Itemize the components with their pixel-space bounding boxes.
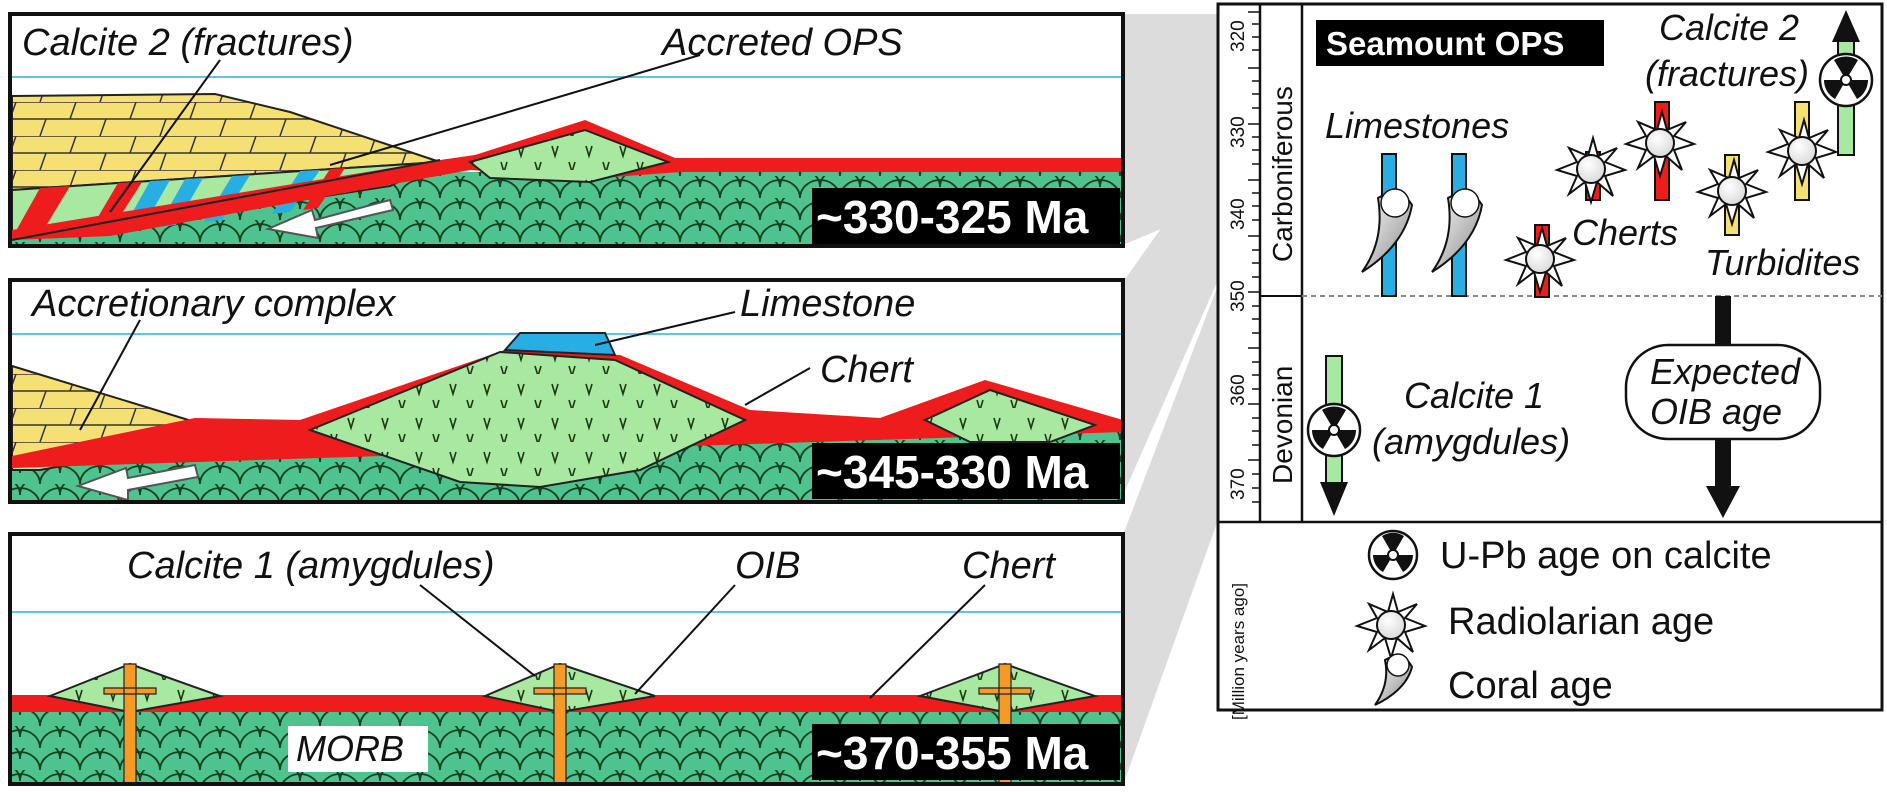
label-morb: MORB [296,728,404,769]
panel-top: Calcite 2 (fractures) Accreted OPS ~330-… [8,12,1125,248]
label-oib-age: OIB age [1650,391,1782,432]
label-oib: OIB [735,545,800,587]
legend-radiolarian: Radiolarian age [1448,601,1714,643]
label-expected: Expected [1650,351,1801,392]
coral-icon [1431,188,1484,273]
label-calcite1-amygdules-tl: (amygdules) [1372,421,1570,462]
connector-middle [1123,148,1218,495]
label-accretionary-complex: Accretionary complex [30,283,397,325]
radiolarian-icon [1622,108,1698,180]
legend: U-Pb age on calcite Radiolarian age Cora… [1353,529,1772,707]
label-calcite2-fractures: Calcite 2 (fractures) [22,22,354,64]
label-calcite1: Calcite 1 [1404,375,1544,416]
connector-bottom [1123,285,1218,785]
label-calcite2-fractures-tl: (fractures) [1645,53,1809,94]
coral-icon [1361,188,1414,273]
tick-330: 330 [1228,116,1249,148]
axis-label-million-years: [Million years ago] [1229,583,1248,720]
tick-340: 340 [1228,198,1249,230]
radioactive-icon [1367,529,1419,581]
tick-320: 320 [1228,20,1249,52]
label-calcite1-amygdules: Calcite 1 (amygdules) [127,545,494,587]
label-calcite2: Calcite 2 [1659,7,1799,48]
legend-coral: Coral age [1448,665,1613,707]
age-label-middle: ~345-330 Ma [816,446,1089,498]
period-devonian: Devonian [1267,366,1298,484]
label-accreted-ops: Accreted OPS [660,22,903,64]
radiolarian-icon [1353,590,1429,662]
tick-350: 350 [1228,280,1249,312]
label-chert-bottom: Chert [962,545,1056,587]
radioactive-icon [1306,402,1362,458]
timeline-title: Seamount OPS [1326,25,1564,62]
radiolarian-icon [1553,134,1629,206]
radiolarian-icon [1764,116,1840,188]
period-carboniferous: Carboniferous [1267,86,1298,262]
radioactive-icon [1818,52,1874,108]
coral-icon [1374,653,1414,706]
panel-middle: Accretionary complex Limestone Chert ~34… [8,278,1125,504]
label-limestones: Limestones [1325,105,1509,146]
timeline-panel: 320 330 340 350 360 370 Carboniferous De… [1216,2,1884,720]
label-chert-middle: Chert [820,349,914,391]
radiolarian-icon [1502,224,1578,296]
radiolarian-icon [1694,156,1770,228]
tick-360: 360 [1228,374,1249,406]
age-label-bottom: ~370-355 Ma [816,727,1089,779]
panel-bottom: Calcite 1 (amygdules) OIB Chert MORB ~37… [8,532,1125,786]
legend-upb: U-Pb age on calcite [1440,535,1772,577]
label-limestone: Limestone [740,283,915,325]
tick-370: 370 [1228,468,1249,500]
label-cherts: Cherts [1572,212,1678,253]
age-label-top: ~330-325 Ma [816,191,1089,243]
label-turbidites: Turbidites [1705,242,1860,283]
